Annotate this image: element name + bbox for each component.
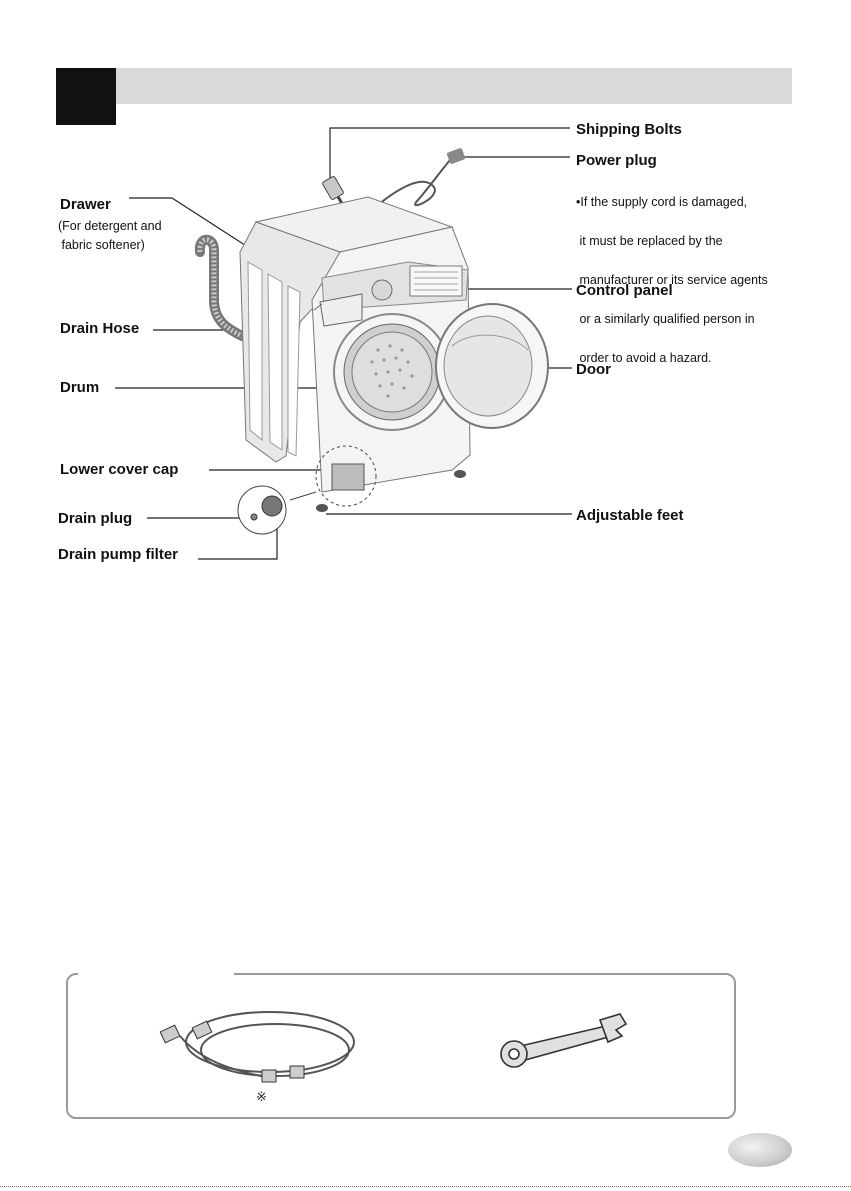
accessories-title-gap [78,968,234,978]
label-power-plug: Power plug [576,152,657,169]
bottom-dotted-line [0,1186,851,1187]
page-number-oval [728,1133,792,1167]
asterisk-note-mark: ※ [256,1089,267,1105]
label-lower-cover-cap: Lower cover cap [60,461,178,478]
label-drum: Drum [60,379,99,396]
label-drain-plug: Drain plug [58,510,132,527]
label-shipping-bolts: Shipping Bolts [576,121,682,138]
label-drain-hose: Drain Hose [60,320,139,337]
label-drain-pump-filter: Drain pump filter [58,546,178,563]
drawer-subtitle-line: fabric softener) [58,236,162,255]
drawer-subtitle-line: (For detergent and [58,217,162,236]
note-line: it must be replaced by the [576,232,768,252]
label-control-panel: Control panel [576,282,673,299]
power-plug-note: •If the supply cord is damaged, it must … [576,173,768,388]
note-line: •If the supply cord is damaged, [576,193,768,213]
drawer-subtitle: (For detergent and fabric softener) [58,217,162,255]
label-adjustable-feet: Adjustable feet [576,507,684,524]
note-line: or a similarly qualified person in [576,310,768,330]
label-door: Door [576,361,611,378]
label-drawer: Drawer [60,196,111,213]
accessories-box [66,973,736,1119]
